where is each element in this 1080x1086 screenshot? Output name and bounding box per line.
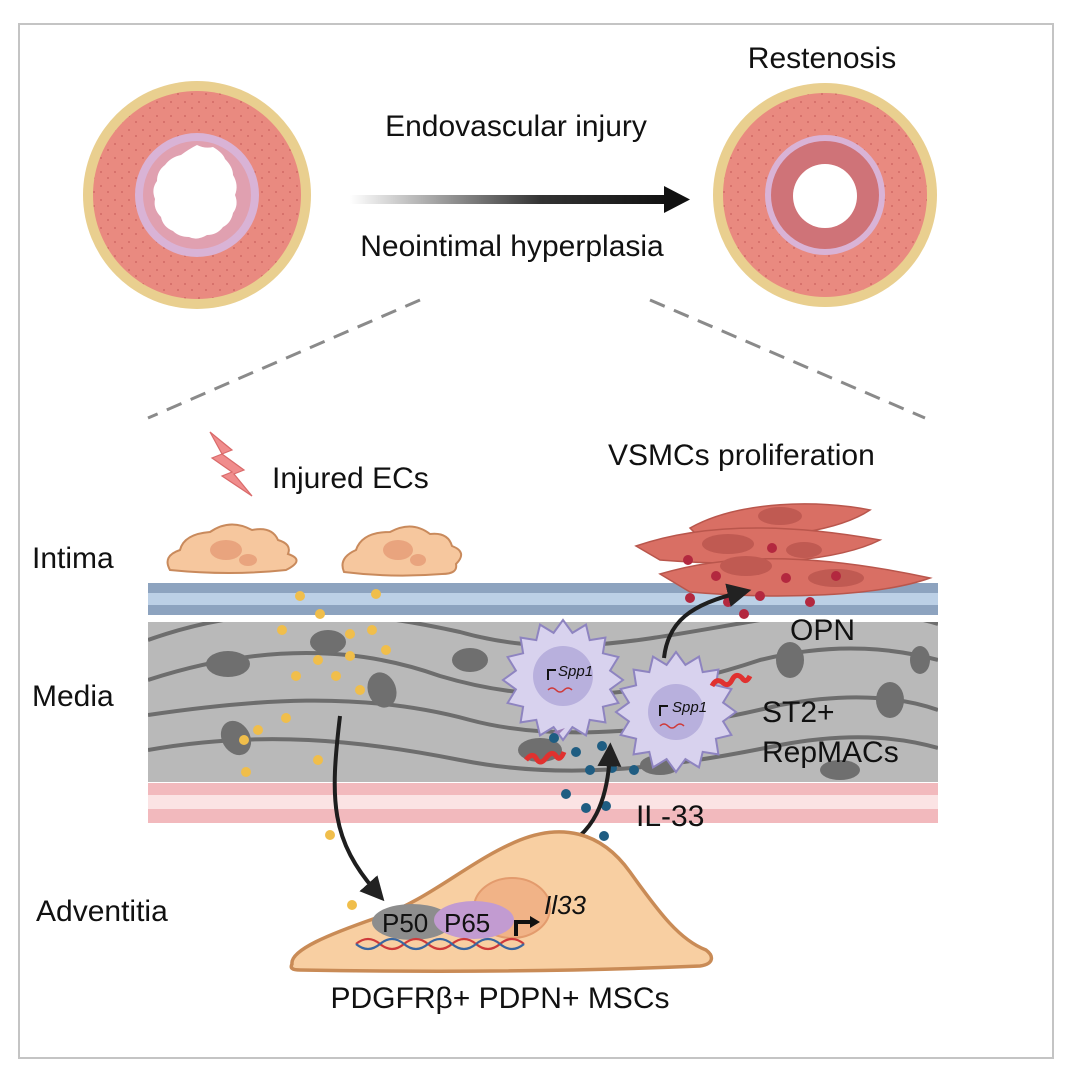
opn-particle xyxy=(711,571,721,581)
zoom-dashed-line-left xyxy=(147,298,421,420)
repmac-macrophage: Spp1 xyxy=(501,618,625,742)
opn-particle xyxy=(739,609,749,619)
adventitia-band xyxy=(148,783,938,823)
restenosis-vessel xyxy=(713,83,937,307)
adventitia-label: Adventitia xyxy=(36,895,168,928)
ec-particle xyxy=(345,629,355,639)
endovascular-injury-label: Endovascular injury xyxy=(385,110,647,143)
repmac-macrophage: Spp1 xyxy=(614,650,738,774)
opn-particle xyxy=(755,591,765,601)
st2-receptor xyxy=(709,672,753,688)
proliferating-vsmcs xyxy=(634,503,933,597)
ec-particle xyxy=(325,830,335,840)
lightning-icon xyxy=(209,431,253,497)
promoter-arrow-icon xyxy=(659,705,668,716)
dna-strand xyxy=(355,937,525,951)
ec-particle xyxy=(239,735,249,745)
ec-particle xyxy=(331,671,341,681)
ec-particle xyxy=(367,625,377,635)
promoter-arrow-head xyxy=(530,916,540,928)
opn-particle xyxy=(781,573,791,583)
il33-particle xyxy=(549,733,559,743)
opn-particle xyxy=(805,597,815,607)
ec-particle xyxy=(253,725,263,735)
zoom-dashed-line-right xyxy=(649,298,926,420)
ec-particle xyxy=(295,591,305,601)
injured-ecs-label: Injured ECs xyxy=(272,462,429,495)
promoter-arrow-icon xyxy=(547,669,556,680)
ec-particle xyxy=(277,625,287,635)
il33-label: IL-33 xyxy=(636,800,704,833)
p50-protein xyxy=(372,904,452,940)
st2-label-line1: ST2+ xyxy=(762,696,835,729)
il33-gene-label: Il33 xyxy=(544,890,586,920)
p65-label: P65 xyxy=(444,908,490,938)
progression-arrow-head xyxy=(664,186,690,213)
injured-endothelial-cell xyxy=(341,525,463,577)
il33-particle xyxy=(571,747,581,757)
opn-label: OPN xyxy=(790,614,855,647)
opn-particle xyxy=(831,571,841,581)
il33-particle xyxy=(561,789,571,799)
opn-proliferation-arrow xyxy=(662,583,752,659)
msc-label: PDGFRβ+ PDPN+ MSCs xyxy=(331,982,670,1015)
ec-particle xyxy=(345,651,355,661)
ec-particle xyxy=(315,609,325,619)
opn-particle xyxy=(767,543,777,553)
st2-label-line2: RepMACs xyxy=(762,736,899,769)
p65-protein xyxy=(434,901,514,939)
ec-particle xyxy=(313,755,323,765)
p50-label: P50 xyxy=(382,908,428,938)
il33-particle xyxy=(585,765,595,775)
intima-label: Intima xyxy=(32,542,114,575)
st2-receptor xyxy=(524,750,567,765)
spp1-gene-label: Spp1 xyxy=(672,699,707,716)
il33-particle xyxy=(581,803,591,813)
ec-signal-arrow xyxy=(332,715,385,902)
il33-particle xyxy=(597,741,607,751)
ec-particle xyxy=(381,645,391,655)
ec-particle xyxy=(291,671,301,681)
ec-particle xyxy=(281,713,291,723)
vsmcs-proliferation-label: VSMCs proliferation xyxy=(608,439,875,472)
spp1-gene-label: Spp1 xyxy=(558,663,593,680)
ec-particle xyxy=(313,655,323,665)
ec-particle xyxy=(347,900,357,910)
opn-particle xyxy=(685,593,695,603)
narrowed-lumen xyxy=(793,164,857,228)
restenosis-label: Restenosis xyxy=(748,42,896,75)
promoter-arrow-icon xyxy=(514,920,532,936)
il33-particle xyxy=(601,801,611,811)
il33-particle xyxy=(599,831,609,841)
ec-particle xyxy=(371,589,381,599)
neointimal-hyperplasia-label: Neointimal hyperplasia xyxy=(360,230,664,263)
dna-strand xyxy=(355,937,525,951)
media-label: Media xyxy=(32,680,114,713)
normal-vessel xyxy=(83,81,311,309)
ec-particle xyxy=(241,767,251,777)
ec-particle xyxy=(355,685,365,695)
injured-endothelial-cell xyxy=(166,523,298,574)
opn-particle xyxy=(683,555,693,565)
il33-particle xyxy=(629,765,639,775)
progression-arrow-shaft xyxy=(350,195,668,204)
msc-cell: P50 P65 Il33 xyxy=(289,830,714,973)
ec-secreted-particles xyxy=(239,589,391,910)
vessel-lumen xyxy=(153,145,237,239)
